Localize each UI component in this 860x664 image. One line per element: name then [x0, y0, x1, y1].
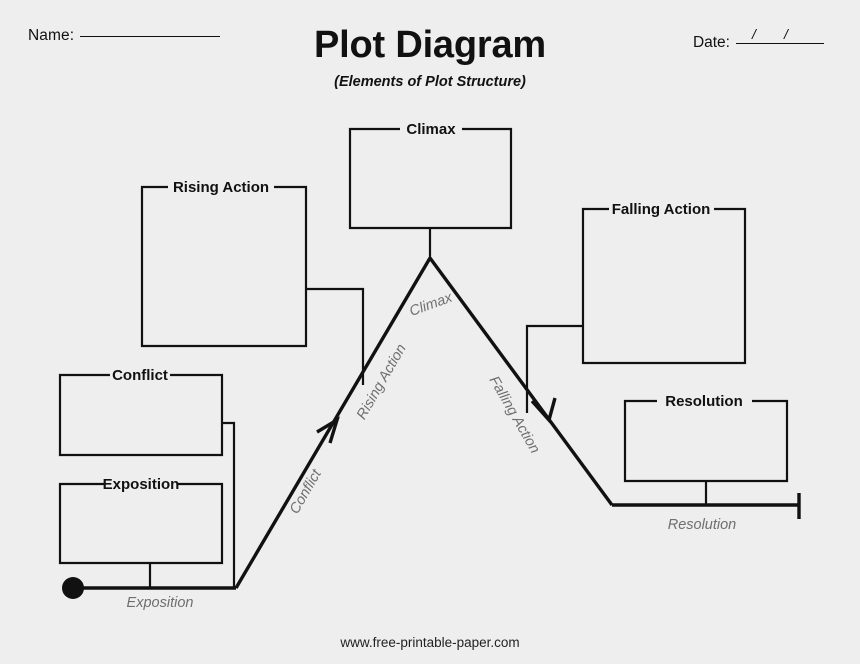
name-label: Name:	[28, 27, 75, 44]
connector-conflict-to-arc	[222, 421, 236, 588]
date-write-area[interactable]: / /	[736, 26, 824, 47]
box-rising-action-title: Rising Action	[173, 179, 269, 196]
connector-rising-action-to-arc	[306, 287, 365, 385]
page-title: Plot Diagram	[314, 24, 546, 66]
arc-start-dot	[62, 577, 84, 599]
box-resolution-title: Resolution	[665, 393, 743, 410]
box-exposition-writing-area[interactable]	[62, 487, 220, 561]
box-rising-action-outline	[140, 185, 308, 348]
date-label: Date:	[692, 34, 730, 51]
box-falling-action[interactable]: Falling Action	[525, 201, 747, 413]
arc-falling-segment	[428, 256, 614, 507]
box-rising-action[interactable]: Rising Action	[140, 179, 365, 385]
box-falling-action-title: Falling Action	[612, 201, 711, 218]
box-climax[interactable]: Climax	[348, 121, 513, 258]
date-slash-2: /	[784, 26, 788, 42]
date-write-line[interactable]	[736, 42, 824, 44]
box-climax-title: Climax	[406, 121, 456, 138]
box-conflict[interactable]: Conflict	[58, 367, 236, 588]
page-subtitle: (Elements of Plot Structure)	[334, 74, 526, 90]
footer-url: www.free-printable-paper.com	[340, 635, 520, 650]
box-conflict-writing-area[interactable]	[62, 378, 220, 453]
box-falling-action-writing-area[interactable]	[585, 212, 743, 361]
falling-arrowhead	[530, 397, 557, 424]
stage-label-resolution: Resolution	[668, 517, 737, 533]
arrowheads	[316, 397, 557, 444]
box-exposition-outline	[58, 482, 224, 565]
box-resolution-writing-area[interactable]	[627, 404, 785, 479]
box-conflict-title: Conflict	[112, 367, 168, 384]
box-climax-writing-area[interactable]	[352, 131, 509, 226]
connector-falling-action-to-arc	[525, 324, 583, 413]
name-field[interactable]: Name:	[28, 27, 221, 45]
box-rising-action-writing-area[interactable]	[144, 190, 304, 344]
date-slash-1: /	[752, 26, 756, 42]
stage-label-exposition: Exposition	[127, 595, 194, 611]
date-field[interactable]: Date: / /	[692, 26, 824, 52]
box-exposition[interactable]: Exposition	[58, 476, 224, 588]
rising-arrowhead	[316, 416, 340, 444]
box-falling-action-outline	[581, 207, 747, 365]
name-write-line[interactable]	[80, 35, 221, 37]
box-resolution[interactable]: Resolution	[623, 393, 789, 505]
stage-label-climax: Climax	[407, 289, 455, 319]
box-conflict-outline	[58, 373, 224, 457]
box-exposition-title: Exposition	[103, 476, 180, 493]
stage-label-falling-action: Falling Action	[486, 373, 543, 456]
